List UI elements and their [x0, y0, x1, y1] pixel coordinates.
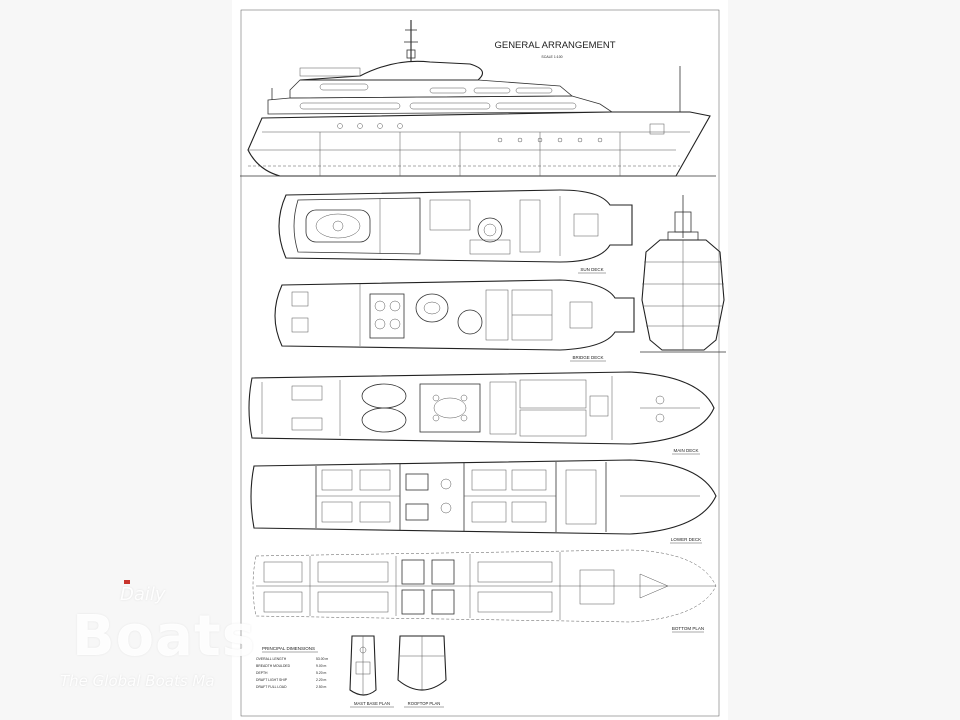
left-margin	[0, 0, 232, 720]
drawing-border	[240, 9, 720, 717]
dimension-value-draft-light: 2.20 m	[316, 678, 327, 682]
right-margin	[728, 0, 960, 720]
principal-dimensions-table: PRINCIPAL DIMENSIONS OVERALL LENGTH 53.0…	[256, 646, 328, 689]
dimension-value-overall-length: 53.00 m	[316, 657, 328, 661]
drawing-sheet	[232, 0, 728, 720]
dimension-label-draft-light: DRAFT LIGHT SHIP	[256, 678, 288, 682]
view-label-bottom-plan: BOTTOM PLAN	[672, 626, 704, 631]
mast-base-plan: MAST BASE PLAN	[349, 635, 394, 708]
dimension-value-breadth: 9.00 m	[316, 664, 327, 668]
drawing-scale: SCALE 1:100	[541, 55, 562, 59]
dimensions-heading: PRINCIPAL DIMENSIONS	[262, 646, 315, 651]
dimension-label-draft-full: DRAFT FULL LOAD	[256, 685, 287, 689]
drawing-title: GENERAL ARRANGEMENT	[494, 40, 615, 51]
bottom-plan: BOTTOM PLAN	[252, 549, 717, 633]
dimension-value-depth: 5.20 m	[316, 671, 327, 675]
side-profile-view	[240, 20, 716, 177]
view-label-rooftop-plan: ROOFTOP PLAN	[408, 701, 441, 706]
view-label-lower-deck: LOWER DECK	[671, 537, 701, 542]
dimension-label-overall-length: OVERALL LENGTH	[256, 657, 287, 661]
dimension-label-depth: DEPTH	[256, 671, 268, 675]
view-label-bridge-deck: BRIDGE DECK	[572, 355, 603, 360]
watermark-accent-mark	[124, 580, 130, 584]
view-label-sun-deck: SUN DECK	[580, 267, 603, 272]
watermark-daily: Daily	[120, 584, 166, 605]
view-label-mast-base-plan: MAST BASE PLAN	[354, 701, 390, 706]
watermark-tagline: The Global Boats Ma	[60, 672, 215, 690]
bridge-deck-plan: BRIDGE DECK	[274, 279, 635, 362]
watermark-brand: Boats	[72, 604, 257, 669]
lower-deck-plan: LOWER DECK	[250, 459, 717, 544]
rooftop-plan: ROOFTOP PLAN	[397, 635, 447, 708]
sun-deck-plan: SUN DECK	[278, 189, 633, 274]
dimension-label-breadth: BREADTH MOULDED	[256, 664, 291, 668]
view-label-main-deck: MAIN DECK	[673, 448, 698, 453]
section-view	[640, 195, 726, 353]
main-deck-plan: MAIN DECK	[248, 371, 715, 455]
dimension-value-draft-full: 2.50 m	[316, 685, 327, 689]
